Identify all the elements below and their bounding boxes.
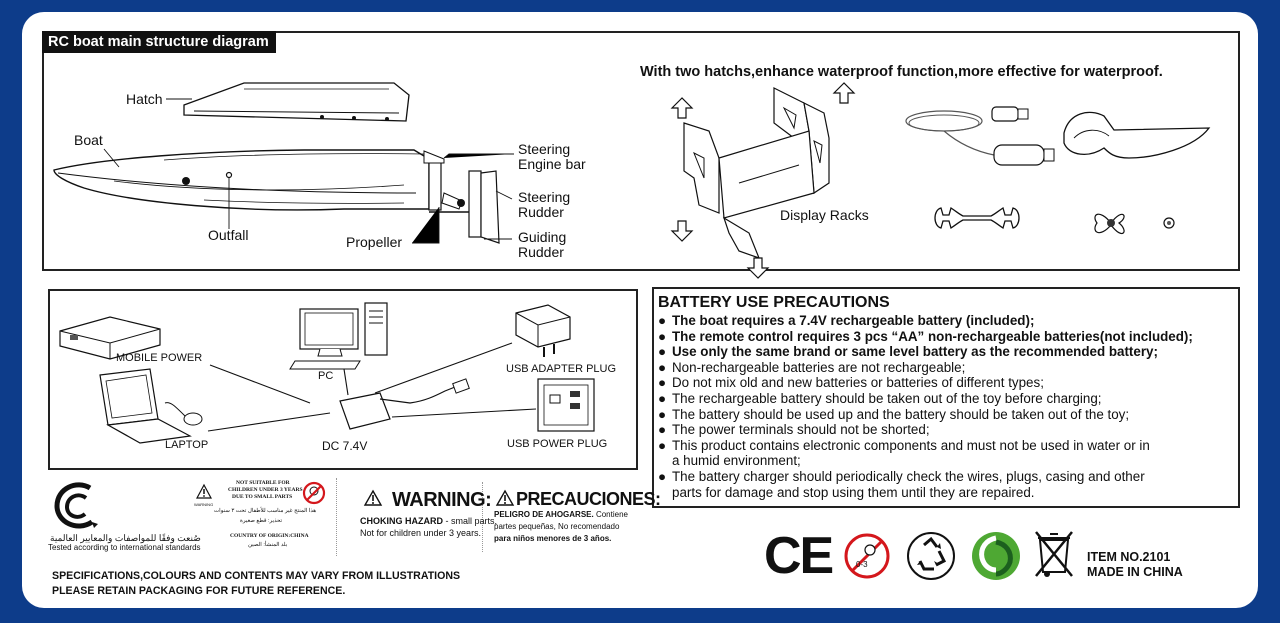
footer-line-1: SPECIFICATIONS,COLOURS AND CONTENTS MAY … (52, 570, 461, 582)
item-number: ITEM NO.2101 (1087, 550, 1171, 564)
spare-propeller-drawing (1094, 213, 1125, 235)
precauciones-triangle-icon (495, 489, 515, 506)
label-usb-adapter-plug: USB ADAPTER PLUG (506, 363, 617, 375)
made-in-china: MADE IN CHINA (1087, 565, 1183, 579)
precauciones-line2: partes pequeñas, No recomendado (494, 522, 620, 531)
warning-panel: WARNING: CHOKING HAZARD - small parts, N… (342, 482, 497, 552)
label-boat: Boat (74, 132, 103, 148)
precaution-item: ●The battery should be used up and the b… (658, 406, 1130, 422)
precaution-item-continued: a humid environment; (672, 453, 801, 469)
age-restriction-text: 0-3 (856, 560, 868, 569)
display-racks-label: Display Racks (780, 207, 869, 223)
precauciones-line1: PELIGRO DE AHOGARSE. Contiene (494, 510, 628, 519)
precauciones-line3: para niños menores de 3 años. (494, 534, 612, 543)
precaution-item: ●The boat requires a 7.4V rechargeable b… (658, 313, 1035, 328)
warning-text-line2: Not for children under 3 years. (360, 528, 482, 538)
caution-triangle-icon (195, 483, 213, 499)
label-steering-rudder-1: Steering (518, 189, 571, 205)
label-mobile-power: MOBILE POWER (116, 352, 203, 364)
ce-mark-icon: CE (764, 527, 834, 585)
precaution-item-continued: parts for damage and stop using them unt… (672, 484, 1035, 500)
precaution-item: ●Non-rechargeable batteries are not rech… (658, 359, 966, 375)
usb-charging-cable-drawing (905, 106, 1055, 166)
precaution-item: ●The rechargeable battery should be take… (658, 390, 1102, 406)
label-outfall: Outfall (208, 227, 249, 243)
no-under-3-icon (302, 481, 326, 505)
battery-precautions-box: BATTERY USE PRECAUTIONS ●The boat requir… (652, 287, 1240, 508)
small-parts-line2: CHILDREN UNDER 3 YEARS (228, 487, 303, 493)
country-of-origin: COUNTRY OF ORIGIN:CHINA (230, 533, 309, 539)
nut-drawing (1163, 217, 1175, 229)
label-laptop: LAPTOP (165, 439, 209, 451)
footer-line-2: PLEASE RETAIN PACKAGING FOR FUTURE REFER… (52, 585, 346, 597)
battery-precautions-list: ●The boat requires a 7.4V rechargeable b… (658, 313, 1243, 500)
label-guiding-rudder-2: Rudder (518, 244, 564, 260)
recycle-icon (907, 532, 955, 580)
label-steering-engine-bar-2: Engine bar (518, 156, 586, 172)
battery-precautions-title: BATTERY USE PRECAUTIONS (658, 294, 890, 311)
wrench-drawing (934, 206, 1020, 230)
hatch-headline: With two hatchs,enhance waterproof funct… (640, 64, 1163, 80)
saso-english-text: Tested according to international standa… (48, 543, 201, 552)
precauciones-title: PRECAUCIONES: (516, 489, 661, 509)
precaution-item: ●The power terminals should not be short… (658, 422, 930, 438)
weee-bin-icon (1035, 531, 1073, 577)
label-usb-power-plug: USB POWER PLUG (507, 438, 608, 450)
label-hatch: Hatch (126, 91, 163, 107)
green-dot-icon (972, 532, 1020, 580)
country-of-origin-arabic: بلد المنشأ: الصين (248, 542, 288, 548)
saso-logo (54, 482, 98, 529)
warning-title: WARNING: (392, 489, 492, 511)
label-pc: PC (318, 370, 334, 382)
precauciones-panel: PRECAUCIONES: PELIGRO DE AHOGARSE. Conti… (494, 482, 661, 552)
small-parts-arabic2: تحذير: قطع صغيرة (240, 518, 283, 524)
boat-structure-drawing (53, 82, 514, 244)
small-parts-line3: DUE TO SMALL PARTS (232, 494, 293, 500)
small-parts-warning-word: WARNING (194, 502, 214, 507)
label-propeller: Propeller (346, 234, 403, 250)
charging-connections-drawing (59, 302, 595, 444)
label-dc-7-4v: DC 7.4V (322, 439, 368, 453)
label-guiding-rudder-1: Guiding (518, 229, 567, 245)
structure-title: RC boat main structure diagram (42, 31, 276, 53)
display-rack-drawing (670, 82, 856, 279)
structure-diagram-box: RC boat main structure diagram Hatch Boa… (42, 31, 1240, 279)
precaution-item: ●Use only the same brand or same level b… (658, 344, 1158, 360)
small-parts-panel: WARNING NOT SUITABLE FOR CHILDREN UNDER … (190, 478, 337, 556)
precaution-item: ●Do not mix old and new batteries or bat… (658, 375, 1044, 391)
precaution-item: ●This product contains electronic compon… (658, 437, 1150, 453)
small-parts-arabic1: هذا المنتج غير مناسب للأطفال تحت ٣ سنوات (214, 508, 317, 514)
precaution-item: ●The remote control requires 3 pcs “AA” … (658, 328, 1193, 344)
warning-text-line1: CHOKING HAZARD - small parts, (360, 516, 498, 526)
warning-triangle-icon (363, 489, 383, 506)
small-parts-line1: NOT SUITABLE FOR (236, 480, 290, 486)
saso-arabic-text: صُنعت وفقًا للمواصفات والمعايير العالمية (50, 533, 201, 543)
charging-diagram-box: MOBILE POWER PC USB ADAPTER PLUG LAPTOP … (48, 289, 638, 470)
label-steering-engine-bar-1: Steering (518, 141, 571, 157)
spare-rudder-drawing (1063, 111, 1211, 159)
age-restriction-icon (844, 533, 890, 579)
precaution-item: ●The battery charger should periodically… (658, 468, 1145, 484)
label-steering-rudder-2: Rudder (518, 204, 564, 220)
